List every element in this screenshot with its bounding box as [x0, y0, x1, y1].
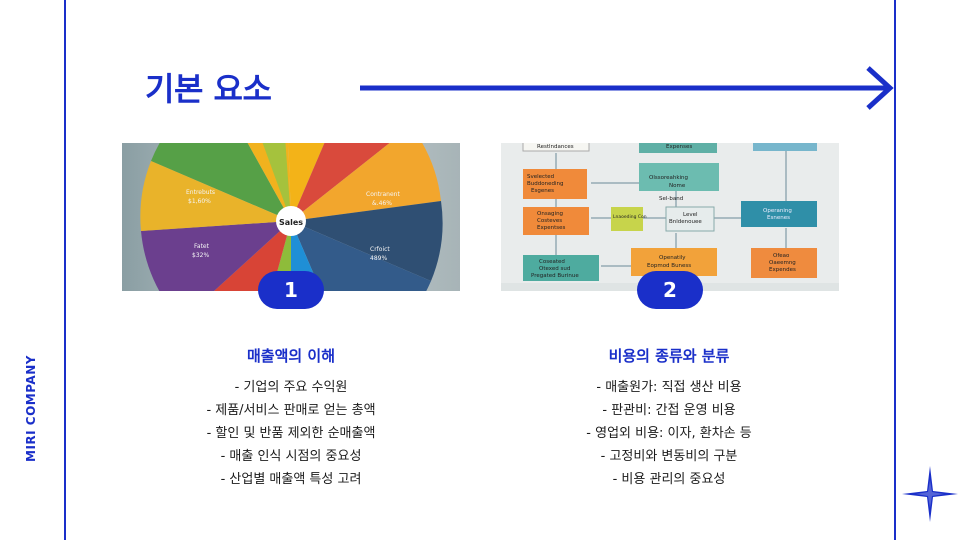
brand-name: MIRI COMPANY — [24, 355, 38, 462]
sparkle-star-icon — [902, 466, 958, 522]
flow-label: Lnaoeding Con — [613, 214, 647, 220]
pie-label: 489% — [370, 255, 387, 262]
pie-label: $1,60% — [188, 198, 211, 205]
flow-label: Nome — [669, 183, 686, 189]
flow-label: Buddoneding — [527, 181, 563, 187]
pie-chart-image: Sales Entrebuts $1,60% Fatet $32% Contra… — [122, 143, 460, 291]
list-item: - 할인 및 반품 제외한 순매출액 — [206, 426, 376, 441]
flow-label: Oaeemng — [769, 260, 796, 266]
left-border-line — [64, 0, 66, 540]
flow-label: Sel-band — [659, 196, 683, 202]
flow-label: Operaning — [763, 208, 792, 214]
pie-label: Crfoict — [370, 246, 390, 253]
list-item: - 영업외 비용: 이자, 환차손 등 — [586, 426, 752, 441]
card-heading-revenue: 매출액의 이해 — [246, 347, 336, 365]
step-badge-1: 1 — [258, 271, 324, 309]
revenue-bullet-list: - 기업의 주요 수익원 - 제품/서비스 판매로 얻는 총액 - 할인 및 반… — [131, 376, 451, 491]
slide-title: 기본 요소 — [145, 70, 272, 108]
card-heading-costs: 비용의 종류와 분류 — [608, 347, 730, 365]
flow-label: Esgenes — [531, 188, 554, 194]
list-item: - 매출 인식 시점의 중요성 — [220, 449, 362, 464]
arrow-right-icon — [360, 66, 894, 110]
pie-label: $32% — [192, 252, 209, 259]
right-border-line — [894, 0, 896, 540]
list-item: - 기업의 주요 수익원 — [234, 380, 348, 395]
flowchart-image: Restlndances Expenses Svelected Buddoned… — [501, 143, 839, 291]
flow-label: Eopmod Buness — [647, 263, 691, 269]
flow-label: Otexed sud — [539, 266, 570, 272]
flow-label: Expentses — [537, 225, 565, 231]
list-item: - 고정비와 변동비의 구분 — [600, 449, 738, 464]
list-item: - 비용 관리의 중요성 — [612, 472, 726, 487]
flow-label: Coseated — [539, 259, 565, 265]
flow-label: Openatily — [659, 255, 686, 261]
cost-bullet-list: - 매출원가: 직접 생산 비용 - 판관비: 간접 운영 비용 - 영업외 비… — [509, 376, 829, 491]
flow-label: Onsaging — [537, 211, 563, 217]
step-badge-2: 2 — [637, 271, 703, 309]
flow-label: Level — [683, 212, 698, 218]
flow-label: Expenses — [666, 144, 692, 150]
list-item: - 매출원가: 직접 생산 비용 — [596, 380, 742, 395]
pie-center-label: Sales — [279, 218, 303, 227]
flow-label: Bnldenouee — [669, 219, 702, 225]
flow-label: Esnenes — [767, 215, 790, 221]
list-item: - 판관비: 간접 운영 비용 — [602, 403, 736, 418]
flow-label: Costeves — [537, 218, 562, 224]
list-item: - 제품/서비스 판매로 얻는 총액 — [206, 403, 376, 418]
pie-label: Entrebuts — [186, 189, 215, 196]
flow-label: Svelected — [527, 174, 554, 180]
pie-label: Contranent — [366, 191, 400, 198]
flow-label: Olssoreahking — [649, 175, 688, 181]
pie-label: Fatet — [194, 243, 210, 250]
flow-label: Pregated Burinue — [531, 273, 579, 279]
pie-label: &.46% — [372, 200, 392, 207]
flow-label: Restlndances — [537, 144, 574, 150]
flow-label: Expendes — [769, 267, 796, 273]
list-item: - 산업별 매출액 특성 고려 — [220, 472, 362, 487]
flow-label: Ofeao — [773, 253, 790, 259]
